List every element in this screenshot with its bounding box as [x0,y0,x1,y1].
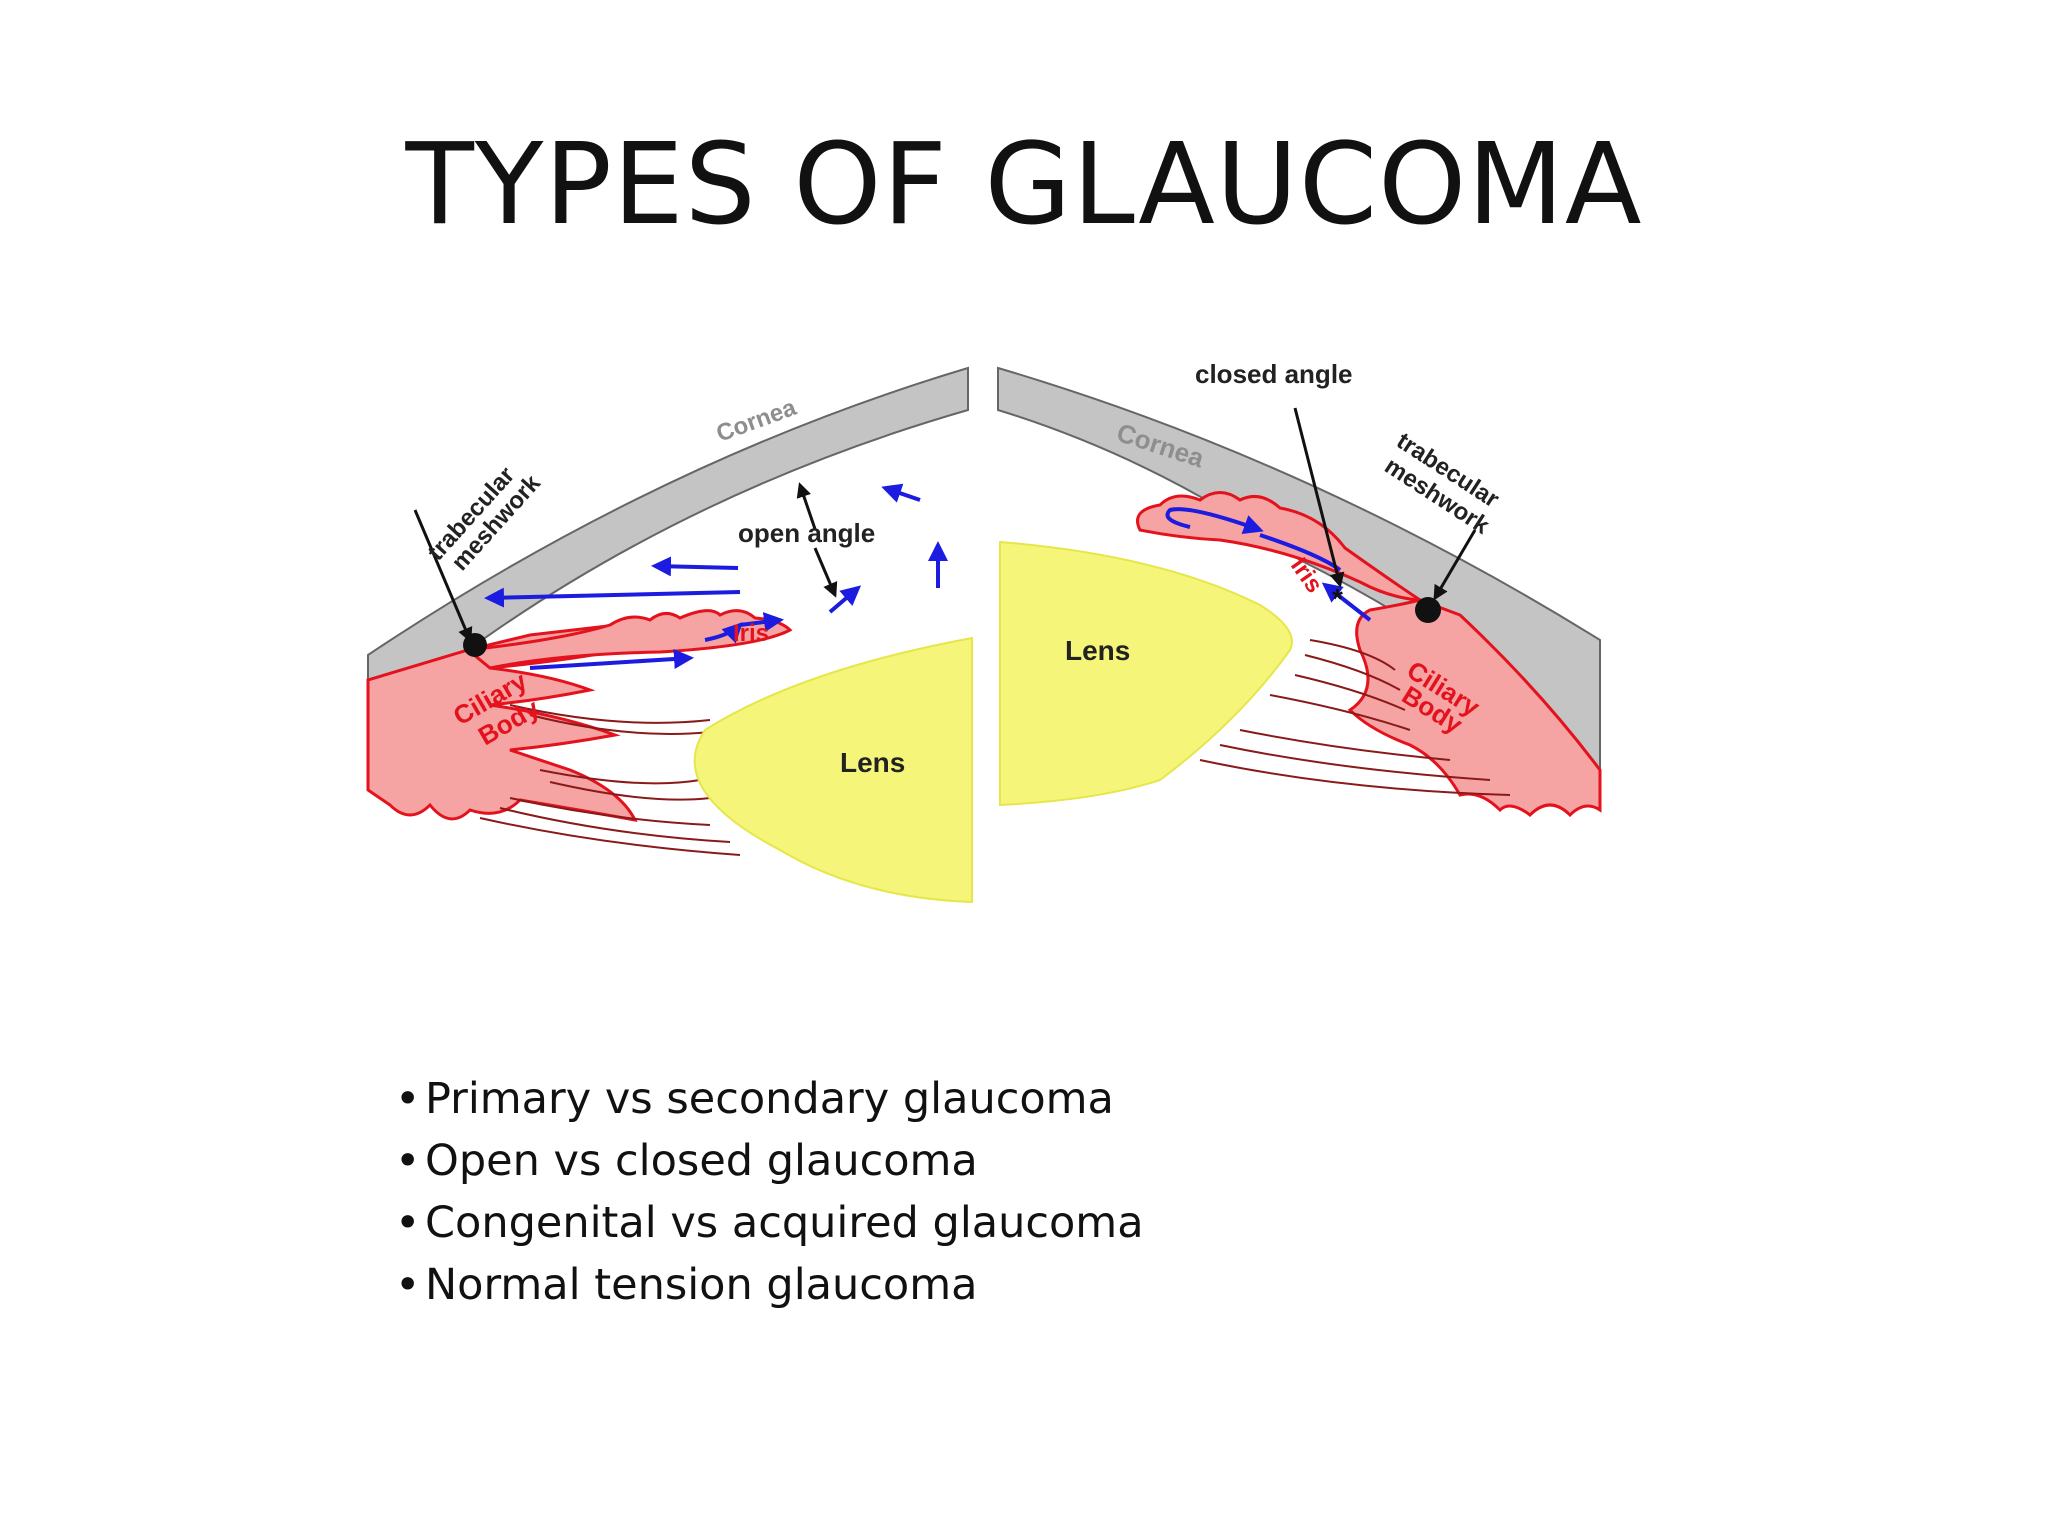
bullet-dot: • [395,1260,421,1310]
bullet-text: Open vs closed glaucoma [425,1136,978,1186]
left-cornea [367,366,969,682]
bullet-dot: • [395,1136,421,1186]
left-zonules [479,704,741,856]
right-trabecular-meshwork-dot [1415,597,1441,623]
open-angle-label: open angle [738,518,875,548]
left-pointer-arrows [413,482,838,643]
bullet-item: •Normal tension glaucoma [395,1254,1144,1316]
bullet-item: •Primary vs secondary glaucoma [395,1068,1144,1130]
bullet-item: •Congenital vs acquired glaucoma [395,1192,1144,1254]
closed-angle-label: closed angle [1195,359,1353,389]
left-lens-label: Lens [840,747,905,778]
bullet-text: Congenital vs acquired glaucoma [425,1198,1144,1248]
left-flow-arrows [484,483,948,670]
bullet-text: Primary vs secondary glaucoma [425,1074,1114,1124]
right-asterisk: * [1332,583,1343,614]
right-lens [999,540,1293,807]
left-lens [693,636,973,904]
right-iris [1136,491,1426,602]
left-iris-label: Iris [733,620,769,647]
left-trabecular-meshwork-dot [463,633,487,657]
bullet-dot: • [395,1074,421,1124]
bullet-text: Normal tension glaucoma [425,1260,978,1310]
open-angle-panel: Cornea open angle trabecular meshwork Ir… [366,366,973,904]
right-lens-label: Lens [1065,635,1130,666]
bullet-dot: • [395,1198,421,1248]
slide-title: TYPES OF GLAUCOMA [405,120,1643,250]
left-iris [464,609,793,670]
bullet-list: •Primary vs secondary glaucoma •Open vs … [395,1068,1144,1316]
glaucoma-angle-diagram: Cornea open angle trabecular meshwork Ir… [360,350,1610,920]
bullet-item: •Open vs closed glaucoma [395,1130,1144,1192]
closed-angle-panel: closed angle Cornea trabecular meshwork … [997,359,1602,818]
right-zonules [1199,639,1511,796]
right-pointer-arrows [1293,407,1477,601]
